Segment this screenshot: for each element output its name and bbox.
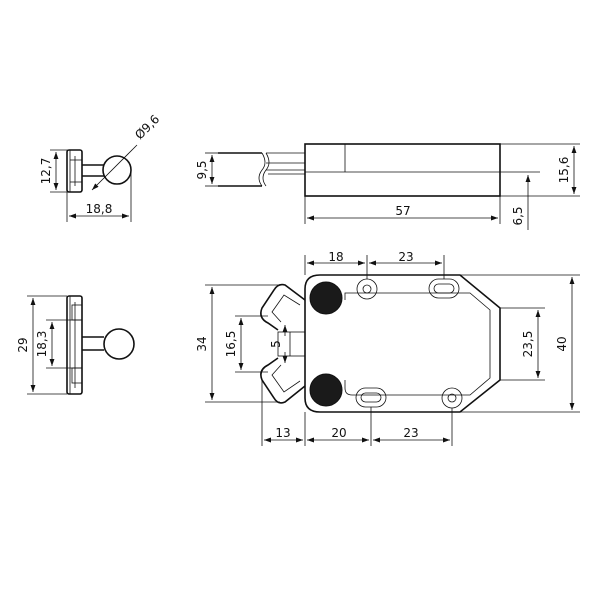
dim-40: 40 — [555, 336, 569, 351]
dim-18: 18 — [328, 250, 343, 264]
dim-23-top: 23 — [398, 250, 413, 264]
dim-23-5: 23,5 — [521, 331, 535, 358]
small-end-view: 12,7 Ø9,6 18,8 — [39, 112, 162, 222]
dim-23-bottom: 23 — [403, 426, 418, 440]
dim-ball-diameter: Ø9,6 — [132, 112, 162, 142]
dim-34: 34 — [195, 336, 209, 351]
dim-18-8: 18,8 — [86, 202, 113, 216]
dim-6-5: 6,5 — [511, 206, 525, 225]
dim-29: 29 — [16, 337, 30, 352]
dim-12-7: 12,7 — [39, 158, 53, 185]
side-view: 9,5 57 15,6 6,5 — [195, 143, 580, 230]
plan-view: 18 23 34 16,5 5 23,5 40 — [195, 250, 580, 446]
dim-20: 20 — [331, 426, 346, 440]
dim-13: 13 — [275, 426, 290, 440]
dim-5: 5 — [269, 340, 283, 348]
dim-16-5: 16,5 — [224, 331, 238, 358]
dim-9-5: 9,5 — [195, 160, 209, 179]
dim-15-6: 15,6 — [557, 157, 571, 184]
dim-18-3: 18,3 — [35, 331, 49, 358]
dim-57: 57 — [395, 204, 410, 218]
left-end-view: 29 18,3 — [16, 295, 135, 395]
